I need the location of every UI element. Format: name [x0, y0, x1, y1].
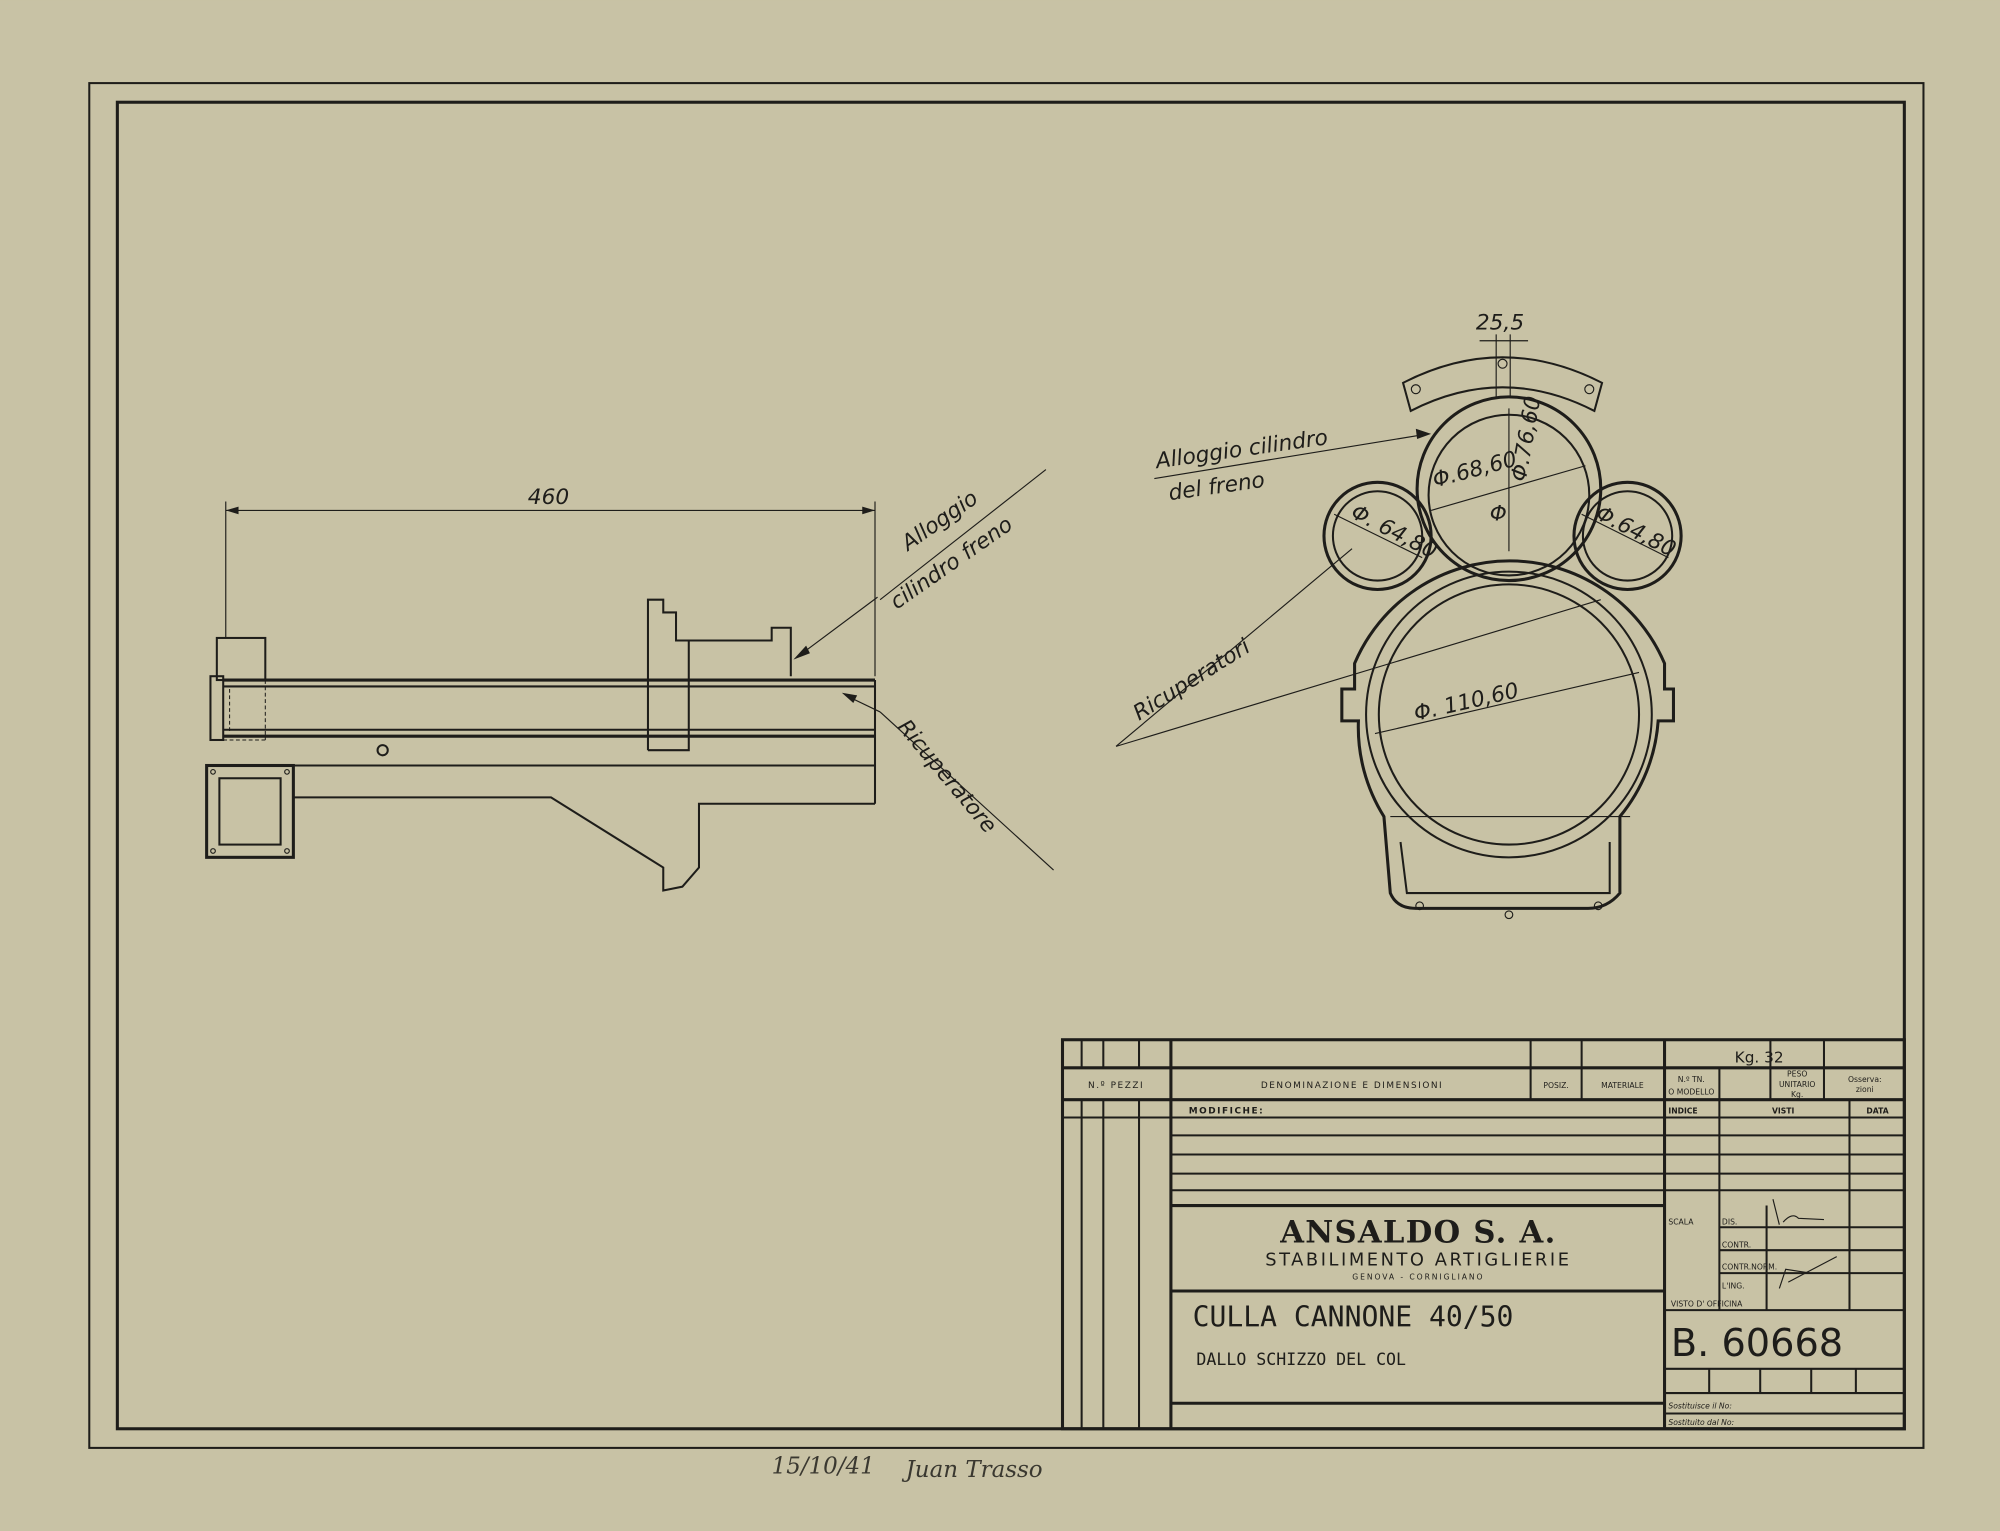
contr-label: CONTR. — [1722, 1241, 1751, 1250]
header-weight-1: PESO — [1787, 1070, 1807, 1079]
company-name: ANSALDO S. A. — [1279, 1215, 1556, 1251]
drawing-title: CULLA CANNONE 40/50 — [1193, 1301, 1514, 1334]
division-name: STABILIMENTO ARTIGLIERIE — [1265, 1250, 1571, 1271]
date-label: DATA — [1866, 1107, 1888, 1116]
header-model-1: N.º TN. — [1678, 1075, 1705, 1084]
inner-border — [115, 100, 1906, 1431]
dis-label: DIS. — [1722, 1218, 1737, 1227]
casing-outline — [1340, 559, 1675, 910]
dimension-460: 460 — [528, 485, 569, 510]
header-pieces: N.º PEZZI — [1088, 1081, 1144, 1091]
signature-dis — [1772, 1199, 1825, 1225]
header-material: MATERIALE — [1601, 1081, 1644, 1090]
dim-25-5: 25,5 — [1476, 310, 1524, 335]
header-model-2: O MODELLO — [1668, 1088, 1714, 1097]
drawing-number: B. 60668 — [1671, 1321, 1843, 1366]
seen-label: VISTI — [1772, 1107, 1794, 1116]
modifications-label: MODIFICHE: — [1189, 1107, 1264, 1117]
header-notes-1: Osserva: — [1848, 1075, 1882, 1084]
ing-label: L'ING. — [1722, 1281, 1745, 1290]
drawing-subtitle: DALLO SCHIZZO DEL COL — [1196, 1350, 1406, 1369]
title-block: Kg. 32 N.º PEZZI DENOMINAZIONE E DIMENSI… — [1060, 1038, 1906, 1431]
top-bracket — [1401, 356, 1604, 413]
index-label: INDICE — [1668, 1107, 1697, 1116]
dim-mark: Φ — [1490, 502, 1507, 527]
replaces-label: Sostituisce il No: — [1668, 1401, 1732, 1410]
signature-ing — [1778, 1256, 1838, 1289]
workshop-label: VISTO D' OFFICINA — [1671, 1299, 1743, 1308]
replaced-by-label: Sostituito dal No: — [1668, 1418, 1734, 1427]
weight-value: Kg. 32 — [1735, 1049, 1784, 1067]
header-position: POSIZ. — [1543, 1081, 1568, 1090]
contr-norm-label: CONTR.NORM. — [1722, 1262, 1777, 1271]
scale-label: SCALA — [1668, 1218, 1694, 1227]
header-weight-3: Kg. — [1791, 1090, 1803, 1099]
handwritten-signature: Juan Trasso — [902, 1457, 1043, 1483]
outer-border — [88, 82, 1925, 1449]
location: GENOVA - CORNIGLIANO — [1352, 1273, 1484, 1282]
handwritten-date: 15/10/41 — [772, 1453, 875, 1479]
header-notes-2: zioni — [1856, 1085, 1874, 1094]
header-denomination: DENOMINAZIONE E DIMENSIONI — [1261, 1081, 1443, 1091]
header-weight-2: UNITARIO — [1779, 1080, 1815, 1089]
